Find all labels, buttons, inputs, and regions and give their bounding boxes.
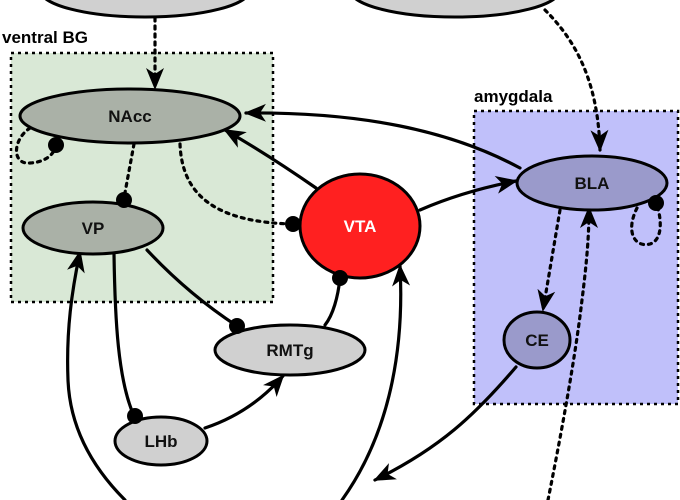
node-lhb[interactable]: LHb [113, 415, 209, 467]
terminal-nacc-vta [285, 216, 301, 232]
vp-label: VP [82, 219, 105, 238]
node-nacc[interactable]: NAcc [18, 87, 242, 145]
top-left-node [44, 0, 246, 19]
node-vta[interactable]: VTA [298, 172, 422, 280]
edge-bottom-to-bla [546, 206, 598, 500]
edge-bla-to-ce [537, 208, 562, 312]
ventral-bg-label: ventral BG [2, 28, 88, 47]
node-bla[interactable]: BLA [515, 154, 669, 212]
terminal-vp-rmtg [229, 318, 245, 334]
lhb-shape [113, 415, 209, 467]
edge-nacc-to-vta [178, 142, 294, 226]
node-vp[interactable]: VP [21, 200, 165, 256]
vta-label: VTA [344, 217, 377, 236]
terminal-vp-lhb [127, 408, 143, 424]
node-ce[interactable]: CE [502, 310, 572, 370]
edge-bottom-to-vta [340, 264, 411, 500]
vp-shape [21, 200, 165, 256]
terminal-nacc-vp [116, 192, 132, 208]
lhb-label: LHb [144, 432, 177, 451]
edge-vta-to-nacc [223, 128, 318, 190]
bla-shape [515, 154, 669, 212]
bla-label: BLA [575, 174, 610, 193]
nacc-shape [18, 87, 242, 145]
terminal-nacc-self [48, 137, 64, 153]
terminal-bla-self [648, 195, 664, 211]
amygdala-label: amygdala [474, 87, 553, 106]
top-right-node [354, 0, 556, 19]
edge-vp-to-rmtg [145, 248, 239, 328]
edge-vta-to-bla [418, 175, 518, 212]
ce-label: CE [525, 331, 549, 350]
rmtg-shape [213, 323, 367, 377]
edge-bla-self-loop [630, 201, 662, 247]
edge-nacc-to-vp [122, 142, 136, 200]
terminal-rmtg-vta [332, 270, 348, 286]
edge-top-to-bla [543, 8, 609, 152]
edge-lhb-to-rmtg [203, 374, 285, 430]
node-rmtg[interactable]: RMTg [213, 323, 367, 377]
edge-ce-to-bottom [373, 365, 518, 482]
edge-bla-to-nacc [244, 103, 522, 170]
ce-shape [502, 310, 572, 370]
amygdala-region [472, 109, 680, 406]
rmtg-label: RMTg [266, 341, 313, 360]
edge-bottom-to-vp [66, 250, 127, 500]
nacc-label: NAcc [108, 107, 151, 126]
edge-vp-to-lhb [112, 252, 136, 418]
